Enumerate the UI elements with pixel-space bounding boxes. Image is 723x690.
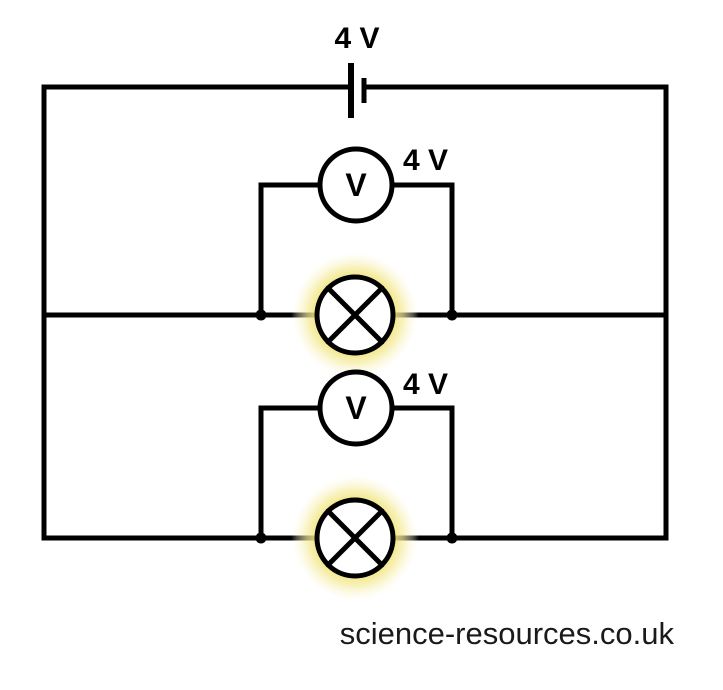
voltmeter-2-circle	[317, 369, 395, 447]
voltmeter-2-reading: 4 V	[403, 368, 448, 401]
battery-icon	[348, 63, 367, 118]
junction-dot	[255, 309, 267, 321]
junction-dot	[446, 309, 458, 321]
voltmeter-2-icon: V	[317, 369, 395, 447]
lamp-1-icon	[314, 274, 396, 356]
voltmeter-1-circle	[317, 146, 395, 224]
battery-voltage-label: 4 V	[334, 22, 379, 55]
voltmeter-1-icon: V	[317, 146, 395, 224]
lamp-2-icon	[314, 497, 396, 579]
voltmeter-2-symbol: V	[345, 390, 367, 426]
voltmeter-1-symbol: V	[345, 167, 367, 203]
watermark-text: science-resources.co.uk	[340, 616, 675, 651]
lamp-1-cross	[325, 285, 385, 345]
voltmeter-1-reading: 4 V	[403, 144, 448, 177]
junction-dot	[446, 532, 458, 544]
lamp-2-cross	[325, 508, 385, 568]
junction-dot	[255, 532, 267, 544]
